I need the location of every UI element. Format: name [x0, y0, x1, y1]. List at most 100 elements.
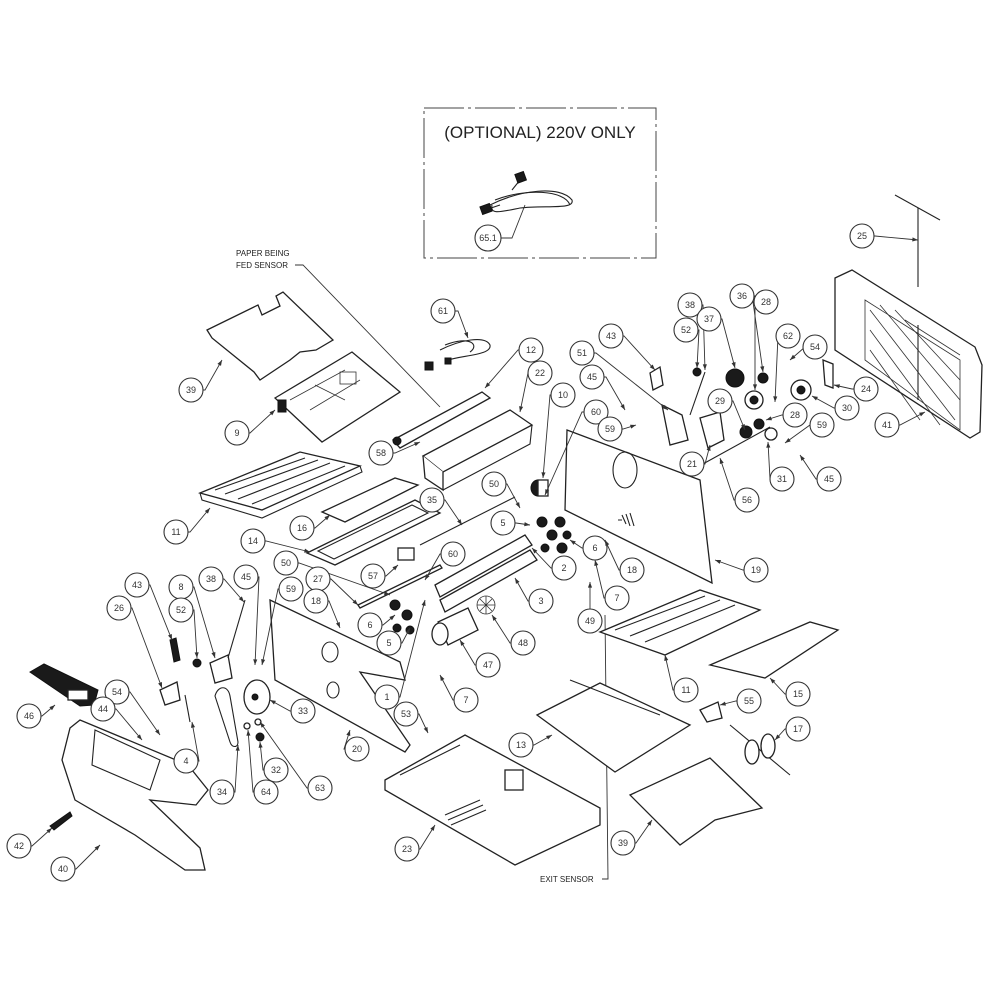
callout-label: 54: [810, 342, 820, 352]
part-pin-4: [184, 694, 191, 723]
callout-arrowhead: [740, 424, 745, 430]
callout-arrowhead: [800, 455, 805, 461]
callout-38: 38: [677, 292, 707, 371]
callout-balloon: [673, 677, 699, 703]
callout-arrowhead: [94, 845, 100, 851]
callout-46: 46: [16, 703, 56, 729]
part-32: [255, 732, 265, 742]
callout-label: 45: [824, 474, 834, 484]
callout-balloon: [598, 323, 624, 349]
callout-41: 41: [874, 411, 926, 438]
callout-label: 60: [591, 407, 601, 417]
part-gear-cluster: [389, 516, 572, 635]
callout-arrowhead: [460, 640, 465, 646]
callout-arrowhead: [519, 406, 524, 412]
callout-balloon: [278, 576, 304, 602]
callout-arrowhead: [352, 599, 358, 605]
callout-balloon: [376, 630, 402, 656]
callout-balloon: [453, 687, 479, 713]
part-front-cover: [61, 719, 209, 871]
part-63: [254, 718, 262, 726]
part-base-electronics: [384, 734, 601, 866]
callout-15: 15: [769, 677, 811, 707]
callout-arrowhead: [440, 675, 445, 681]
power-cord-220v: [479, 170, 573, 216]
callout-arrowhead: [541, 472, 546, 478]
callout-6: 6: [357, 612, 396, 638]
callout-label: 39: [618, 838, 628, 848]
callout-33: 33: [269, 698, 316, 724]
callout-arrowhead: [258, 742, 263, 748]
dashed-border: [423, 107, 657, 259]
callout-arrowhead: [235, 745, 240, 751]
callout-balloon: [440, 541, 466, 567]
callout-label: 4: [183, 756, 188, 766]
callout-balloon: [233, 564, 259, 590]
part-tray-upper: [197, 451, 363, 519]
callout-arrowhead: [194, 652, 199, 658]
callout-arrowhead: [524, 522, 530, 527]
callout-arrowhead: [570, 540, 576, 545]
callout-label: 3: [538, 596, 543, 606]
callout-58: 58: [368, 440, 421, 466]
callout-2: 2: [531, 547, 577, 581]
callout-balloon: [753, 289, 779, 315]
callout-60: 60: [544, 399, 609, 496]
part-knob-52: [692, 367, 702, 377]
callout-5: 5: [490, 510, 531, 536]
callout-arrowhead: [919, 412, 925, 417]
callout-balloon: [307, 775, 333, 801]
callout-balloon: [802, 334, 828, 360]
callout-label: 18: [311, 596, 321, 606]
part-55: [699, 701, 723, 723]
part-large-pulley: [243, 679, 271, 715]
callout-arrowhead: [715, 559, 721, 564]
callout-arrowhead: [706, 445, 711, 451]
callout-arrowhead: [662, 404, 668, 410]
callout-label: 50: [489, 479, 499, 489]
callout-label: 64: [261, 787, 271, 797]
callout-23: 23: [394, 824, 436, 862]
callout-arrowhead: [167, 634, 172, 640]
part-plate: [320, 477, 420, 523]
callout-label: 19: [751, 565, 761, 575]
callout-label: 43: [606, 331, 616, 341]
callout-arrowhead: [485, 382, 491, 388]
part-side-plate-right: [564, 429, 713, 585]
callout-61: 61: [430, 298, 469, 339]
callout-label: 6: [592, 543, 597, 553]
callout-balloon: [394, 836, 420, 862]
callout-34: 34: [209, 744, 240, 805]
callout-45: 45: [799, 454, 842, 492]
callout-balloon: [490, 510, 516, 536]
callout-label: 1: [384, 692, 389, 702]
callout-balloon: [809, 412, 835, 438]
callout-label: 37: [704, 314, 714, 324]
callout-balloon: [481, 471, 507, 497]
callout-label: 43: [132, 580, 142, 590]
part-rollers: [434, 534, 538, 613]
callout-55: 55: [719, 688, 762, 714]
callout-leader: [119, 607, 163, 689]
part-sensor-bar: [391, 391, 492, 449]
callout-label: 22: [535, 368, 545, 378]
callout-balloon: [569, 340, 595, 366]
callout-label: 59: [286, 584, 296, 594]
callout-balloon: [736, 688, 762, 714]
callout-52: 52: [673, 317, 700, 369]
callout-56: 56: [719, 457, 760, 513]
callout-52: 52: [168, 597, 199, 659]
callout-arrowhead: [389, 615, 395, 621]
callout-arrowhead: [423, 727, 428, 733]
callout-label: 31: [777, 474, 787, 484]
callout-label: 9: [234, 428, 239, 438]
callout-arrowhead: [46, 828, 52, 834]
part-spring-43: [169, 637, 181, 663]
callout-label: 28: [790, 410, 800, 420]
part-fan: [476, 595, 496, 615]
callout-label: 49: [585, 616, 595, 626]
callout-arrowhead: [430, 825, 435, 831]
callout-21: 21: [679, 444, 711, 477]
callout-39: 39: [610, 819, 653, 856]
